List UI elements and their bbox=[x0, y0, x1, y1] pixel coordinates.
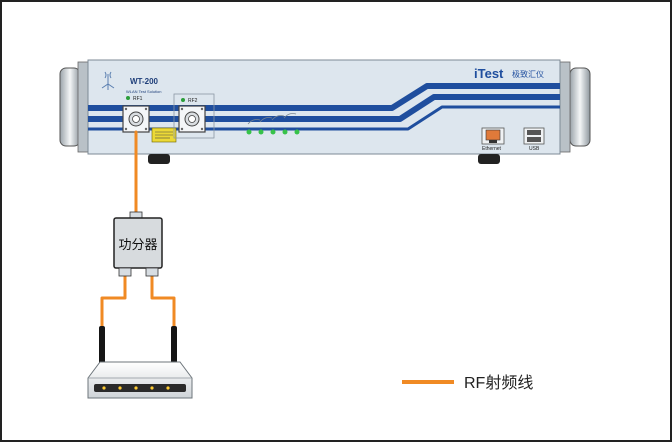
right-rack-handle bbox=[569, 67, 591, 147]
usb-port[interactable] bbox=[523, 127, 545, 145]
rf2-port-label: RF2 bbox=[188, 98, 198, 104]
rf2-port[interactable]: RF2 bbox=[173, 93, 215, 139]
status-led-5-icon bbox=[294, 129, 300, 135]
instrument-model: WT-200 bbox=[130, 77, 159, 86]
router-antenna-left bbox=[99, 326, 105, 364]
router-led-group bbox=[102, 386, 170, 390]
splitter-right-connector bbox=[145, 267, 159, 277]
rf1-port-label: RF1 bbox=[133, 96, 143, 102]
rf-cable-splitter-to-antenna-left bbox=[100, 274, 127, 328]
ethernet-port[interactable] bbox=[481, 127, 505, 145]
legend-rf-label: RF射频线 bbox=[464, 374, 533, 392]
status-led-group bbox=[246, 113, 300, 135]
legend: RF射频线 bbox=[402, 374, 533, 392]
wifi-logo bbox=[101, 71, 115, 90]
status-led-4-icon bbox=[282, 113, 297, 135]
instrument-chassis: WT-200 WLAN Test Solution iTest 极致汇仪 RF1… bbox=[59, 59, 591, 164]
instrument-subtitle: WLAN Test Solution bbox=[126, 89, 162, 94]
power-splitter: 功分器 bbox=[113, 211, 163, 277]
instrument-foot-left bbox=[148, 154, 170, 164]
splitter-label: 功分器 bbox=[118, 237, 157, 252]
rf-cables bbox=[100, 130, 176, 328]
wifi-router bbox=[87, 326, 193, 399]
panel-stripes bbox=[88, 83, 560, 131]
instrument-foot-right bbox=[478, 154, 500, 164]
brand-logo: iTest bbox=[474, 66, 504, 81]
ethernet-label: Ethernet bbox=[482, 146, 502, 152]
brand-logo-cn: 极致汇仪 bbox=[512, 69, 544, 79]
status-led-1-icon bbox=[246, 119, 261, 135]
usb-label: USB bbox=[529, 146, 540, 152]
status-led-3-icon bbox=[270, 115, 285, 135]
splitter-body bbox=[113, 217, 163, 269]
rf-cable-splitter-to-antenna-right bbox=[150, 274, 176, 328]
rf1-led bbox=[126, 96, 130, 100]
router-body bbox=[87, 361, 193, 399]
router-antenna-right bbox=[171, 326, 177, 364]
left-rack-handle bbox=[59, 67, 81, 147]
router-front-strip bbox=[94, 384, 186, 392]
rf2-led bbox=[181, 98, 185, 102]
status-led-2-icon bbox=[258, 117, 273, 135]
splitter-left-connector bbox=[118, 267, 132, 277]
